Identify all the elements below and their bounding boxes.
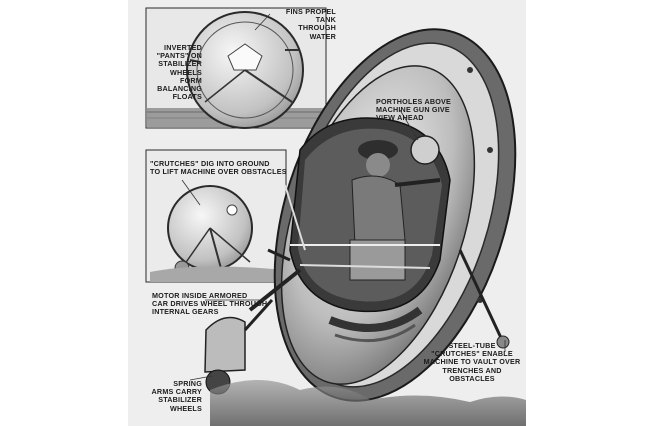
caption-fins: FINS PROPEL TANK THROUGH WATER: [285, 7, 336, 41]
steel-tube-crutch: [458, 249, 510, 349]
caption-steel-tube: STEEL-TUBE "CRUTCHES" ENABLE MACHINE TO …: [423, 341, 521, 383]
inset-crutch-scene: [145, 149, 287, 283]
caption-motor: MOTOR INSIDE ARMORED CAR DRIVES WHEEL TH…: [152, 291, 268, 317]
ground-dust: [210, 380, 526, 426]
caption-crutches-dig: "CRUTCHES" DIG INTO GROUND TO LIFT MACHI…: [150, 159, 287, 177]
caption-portholes: PORTHOLES ABOVE MACHINE GUN GIVE VIEW AH…: [376, 97, 452, 123]
stabilizer-assembly: [204, 248, 302, 395]
main-wheel: [273, 28, 517, 402]
caption-pants: INVERTED "PANTS" ON STABILIZER WHEELS FO…: [156, 43, 202, 102]
inset-water-scene: [145, 7, 327, 129]
caption-spring-arms: SPRING ARMS CARRY STABILIZER WHEELS: [151, 379, 202, 413]
